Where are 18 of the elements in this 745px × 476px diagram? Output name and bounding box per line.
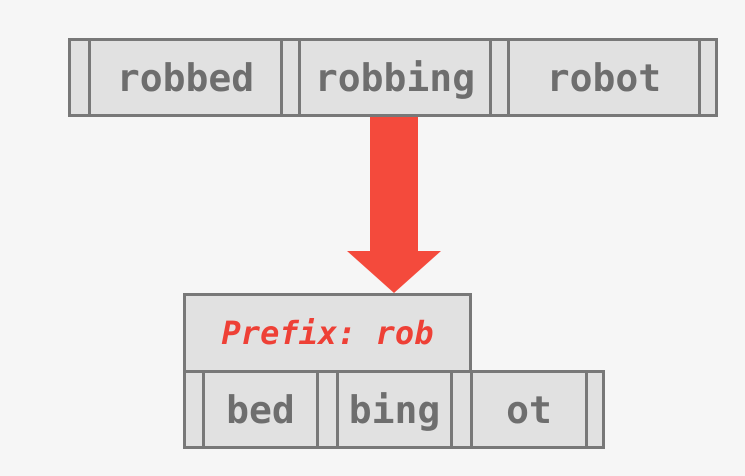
key-cell: bed — [205, 373, 319, 446]
pointer-slot — [453, 373, 473, 446]
block-arrow — [347, 117, 441, 293]
pointer-slot — [319, 373, 339, 446]
key-row — [68, 38, 718, 117]
pointer-slot — [701, 41, 715, 114]
pointer-slot — [588, 373, 602, 446]
key-cell: bing — [339, 373, 453, 446]
key-cell: robot — [510, 41, 701, 114]
key-row — [183, 370, 605, 449]
prefix-cell: Prefix: rob — [183, 293, 472, 373]
pointer-slot — [492, 41, 510, 114]
key-cell: robbing — [301, 41, 492, 114]
pointer-slot — [283, 41, 301, 114]
pointer-slot — [186, 373, 205, 446]
pointer-slot — [71, 41, 91, 114]
key-cell: ot — [473, 373, 588, 446]
key-cell: robbed — [91, 41, 283, 114]
